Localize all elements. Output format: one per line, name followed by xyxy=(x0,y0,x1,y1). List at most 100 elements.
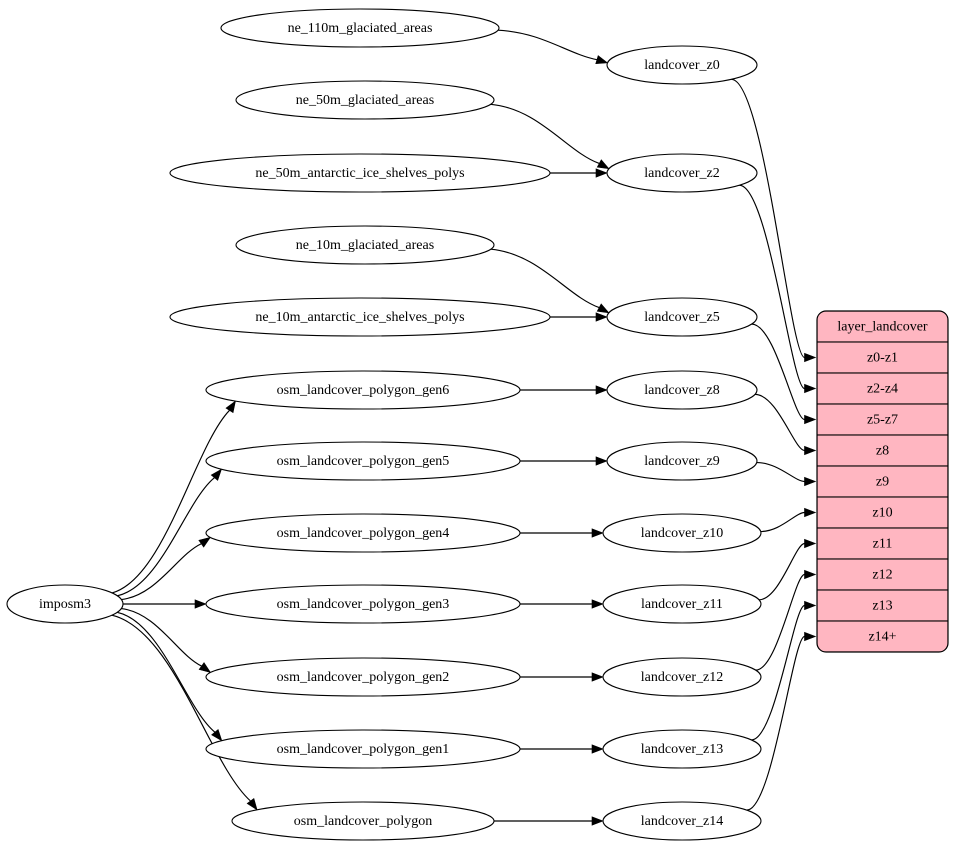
table-header-cell xyxy=(817,311,948,343)
edge-arrowhead xyxy=(198,662,212,673)
node-landcover_z12[interactable]: landcover_z12 xyxy=(602,657,762,697)
node-label: ne_50m_glaciated_areas xyxy=(296,93,434,108)
node-ne_10m_antarctic_ice_shelves_polys[interactable]: ne_10m_antarctic_ice_shelves_polys xyxy=(169,297,551,337)
edge-landcover_z2-to-z2-z4 xyxy=(739,184,806,390)
node-ne_110m_glaciated_areas[interactable]: ne_110m_glaciated_areas xyxy=(220,8,500,48)
edge-arrowhead xyxy=(596,159,610,170)
node-osm_landcover_polygon_gen5[interactable]: osm_landcover_polygon_gen5 xyxy=(205,441,521,481)
node-landcover_z10[interactable]: landcover_z10 xyxy=(602,513,762,553)
node-label: osm_landcover_polygon_gen4 xyxy=(277,526,450,541)
edge-landcover_z8-to-z8 xyxy=(754,393,805,452)
node-shape xyxy=(606,45,758,85)
node-label: landcover_z2 xyxy=(644,166,719,181)
node-shape xyxy=(602,801,762,841)
edge-arrowhead xyxy=(804,631,817,642)
edge-landcover_z12-to-z12 xyxy=(755,573,805,671)
edge-arrowhead xyxy=(804,507,817,518)
node-label: landcover_z11 xyxy=(641,597,723,612)
node-ne_50m_glaciated_areas[interactable]: ne_50m_glaciated_areas xyxy=(235,80,495,120)
node-shape xyxy=(205,370,521,410)
table-row-label: z12 xyxy=(872,568,892,583)
nodes-layer: imposm3 ne_110m_glaciated_areas ne_50m_gla… xyxy=(6,8,762,841)
node-osm_landcover_polygon_gen2[interactable]: osm_landcover_polygon_gen2 xyxy=(205,657,521,697)
edge-ne_50m_glaciated_areas-to-landcover_z2 xyxy=(490,103,600,165)
edge-arrowhead xyxy=(804,352,817,363)
node-label: landcover_z10 xyxy=(641,526,723,541)
node-label: imposm3 xyxy=(39,597,91,612)
edge-arrowhead xyxy=(210,468,222,481)
edge-arrowhead xyxy=(804,538,817,549)
table-row-label: z11 xyxy=(873,537,893,552)
edge-landcover_z10-to-z10 xyxy=(760,511,805,533)
edge-arrowhead xyxy=(804,476,817,487)
table-row-label: z2-z4 xyxy=(867,382,898,397)
node-shape xyxy=(235,80,495,120)
edge-arrowhead xyxy=(595,168,608,178)
node-imposm3[interactable]: imposm3 xyxy=(6,584,124,624)
node-osm_landcover_polygon_gen4[interactable]: osm_landcover_polygon_gen4 xyxy=(205,513,521,553)
node-shape xyxy=(602,657,762,697)
node-label: landcover_z8 xyxy=(644,383,719,398)
node-shape xyxy=(606,370,758,410)
node-label: landcover_z13 xyxy=(641,742,723,757)
table-header-label: layer_landcover xyxy=(837,320,928,335)
node-shape xyxy=(169,153,551,193)
edge-arrowhead xyxy=(595,55,609,65)
edge-arrowhead xyxy=(246,797,258,811)
node-osm_landcover_polygon_gen6[interactable]: osm_landcover_polygon_gen6 xyxy=(205,370,521,410)
node-label: ne_10m_glaciated_areas xyxy=(296,238,434,253)
node-landcover_z13[interactable]: landcover_z13 xyxy=(602,729,762,769)
table-row-label: z13 xyxy=(872,599,892,614)
table-row-label: z14+ xyxy=(868,630,896,645)
edge-imposm3-to-osm_landcover_polygon_gen4 xyxy=(121,543,202,601)
table-row-cell xyxy=(817,527,948,560)
node-landcover_z14[interactable]: landcover_z14 xyxy=(602,801,762,841)
table-outline xyxy=(816,310,949,653)
table-row-cell xyxy=(817,589,948,622)
node-label: landcover_z0 xyxy=(644,58,719,73)
edge-arrowhead xyxy=(591,744,604,754)
node-shape xyxy=(606,153,758,193)
node-label: ne_110m_glaciated_areas xyxy=(288,21,433,36)
table-row-cell xyxy=(817,496,948,529)
node-osm_landcover_polygon[interactable]: osm_landcover_polygon xyxy=(231,801,495,841)
table-row-label: z0-z1 xyxy=(867,351,898,366)
node-landcover_z0[interactable]: landcover_z0 xyxy=(606,45,758,85)
edge-landcover_z5-to-z5-z7 xyxy=(751,323,805,421)
edge-imposm3-to-osm_landcover_polygon_gen2 xyxy=(121,607,202,667)
edge-arrowhead xyxy=(198,536,211,548)
edge-arrowhead xyxy=(804,414,817,425)
node-shape xyxy=(6,584,124,624)
node-landcover_z9[interactable]: landcover_z9 xyxy=(606,441,758,481)
node-landcover_z2[interactable]: landcover_z2 xyxy=(606,153,758,193)
node-label: osm_landcover_polygon xyxy=(294,814,432,829)
node-ne_10m_glaciated_areas[interactable]: ne_10m_glaciated_areas xyxy=(235,225,495,265)
node-osm_landcover_polygon_gen1[interactable]: osm_landcover_polygon_gen1 xyxy=(205,729,521,769)
node-label: landcover_z5 xyxy=(644,310,719,325)
edge-ne_10m_glaciated_areas-to-landcover_z5 xyxy=(490,248,600,309)
edge-imposm3-to-osm_landcover_polygon xyxy=(111,614,251,802)
edge-arrowhead xyxy=(194,599,207,609)
node-shape xyxy=(220,8,500,48)
edge-arrowhead xyxy=(804,569,817,580)
node-shape xyxy=(606,297,758,337)
node-ne_50m_antarctic_ice_shelves_polys[interactable]: ne_50m_antarctic_ice_shelves_polys xyxy=(169,153,551,193)
node-landcover_z11[interactable]: landcover_z11 xyxy=(602,584,762,624)
node-shape xyxy=(602,729,762,769)
node-osm_landcover_polygon_gen3[interactable]: osm_landcover_polygon_gen3 xyxy=(205,584,521,624)
node-label: osm_landcover_polygon_gen3 xyxy=(277,597,450,612)
edge-arrowhead xyxy=(591,528,604,538)
node-shape xyxy=(231,801,495,841)
edges-layer xyxy=(111,29,817,826)
node-shape xyxy=(606,441,758,481)
node-label: ne_50m_antarctic_ice_shelves_polys xyxy=(255,166,464,181)
node-shape xyxy=(205,513,521,553)
edge-landcover_z13-to-z13 xyxy=(751,604,806,741)
node-landcover_z5[interactable]: landcover_z5 xyxy=(606,297,758,337)
node-shape xyxy=(205,657,521,697)
edge-arrowhead xyxy=(804,445,817,456)
edge-arrowhead xyxy=(211,728,223,742)
node-landcover_z8[interactable]: landcover_z8 xyxy=(606,370,758,410)
node-label: ne_10m_antarctic_ice_shelves_polys xyxy=(255,310,464,325)
